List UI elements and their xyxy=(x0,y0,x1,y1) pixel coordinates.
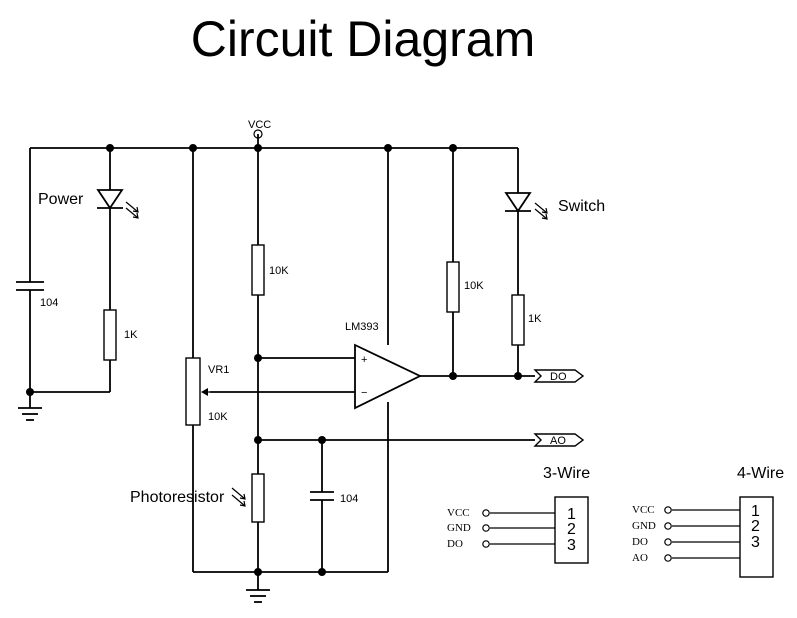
pin-label: GND xyxy=(447,522,471,534)
ao-output-tag xyxy=(533,433,585,447)
vcc-terminal xyxy=(253,129,263,139)
resistor-switch-led-label: 1K xyxy=(528,313,542,325)
comparator-minus-sign: − xyxy=(361,387,367,399)
potentiometer-vr1 xyxy=(185,357,210,426)
ground-icon xyxy=(18,407,42,421)
comparator-lm393 xyxy=(354,343,423,410)
resistor-10k-left xyxy=(251,244,265,296)
pin-label: DO xyxy=(447,538,463,550)
ground-icon xyxy=(246,589,270,603)
pin-number: 3 xyxy=(751,534,760,551)
power-label: Power xyxy=(38,191,84,208)
vcc-label: VCC xyxy=(248,119,271,131)
pin-label: VCC xyxy=(632,504,655,516)
pin-number: 3 xyxy=(567,537,576,554)
vr1-value-label: 10K xyxy=(208,411,228,423)
photoresistor-label: Photoresistor xyxy=(130,489,225,506)
resistor-10k-right xyxy=(446,261,460,313)
pin-number: 2 xyxy=(567,521,576,538)
resistor-power-led xyxy=(103,309,117,361)
capacitor-bottom xyxy=(310,491,334,501)
capacitor-left-label: 104 xyxy=(40,297,58,309)
pin-label: DO xyxy=(632,536,648,548)
page-title: Circuit Diagram xyxy=(191,11,536,67)
resistor-10k-left-label: 10K xyxy=(269,265,289,277)
resistor-power-led-label: 1K xyxy=(124,329,138,341)
junctions xyxy=(26,144,522,576)
power-led xyxy=(96,189,139,219)
photoresistor xyxy=(231,473,265,523)
connector-3-wire-title: 3-Wire xyxy=(543,465,590,482)
pin-label: GND xyxy=(632,520,656,532)
resistor-10k-right-label: 10K xyxy=(464,280,484,292)
comparator-label: LM393 xyxy=(345,321,379,333)
switch-led xyxy=(504,192,548,220)
comparator-plus-sign: + xyxy=(361,354,367,366)
do-output-tag xyxy=(533,369,585,383)
vr1-label: VR1 xyxy=(208,364,229,376)
capacitor-bottom-label: 104 xyxy=(340,493,358,505)
connector-4-wire-title: 4-Wire xyxy=(737,465,784,482)
connector-4-wire: 4-Wire VCC GND DO AO 1 2 3 xyxy=(632,465,784,578)
pin-number: 2 xyxy=(751,518,760,535)
pin-number: 1 xyxy=(751,503,760,520)
capacitor-left xyxy=(16,281,44,291)
switch-label: Switch xyxy=(558,198,605,215)
pin-number: 1 xyxy=(567,506,576,523)
pin-label: VCC xyxy=(447,507,470,519)
pin-label: AO xyxy=(632,552,648,564)
do-output-label: DO xyxy=(550,371,567,383)
ao-output-label: AO xyxy=(550,435,566,447)
connector-3-wire: 3-Wire VCC GND DO 1 2 3 xyxy=(447,465,590,564)
resistor-switch-led xyxy=(511,294,525,346)
